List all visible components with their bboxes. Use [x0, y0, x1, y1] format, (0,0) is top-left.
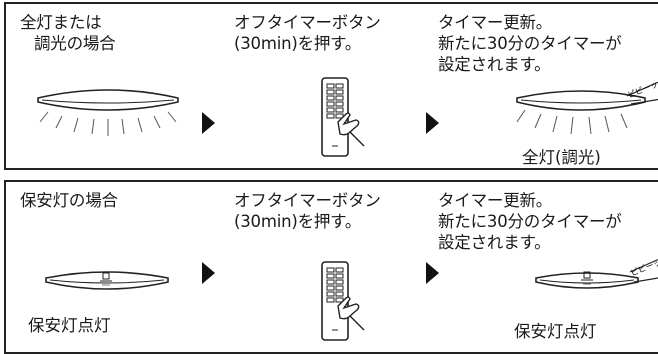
arrow-right-icon [202, 262, 215, 284]
remote-control-icon [321, 261, 365, 341]
light-label-left: 保安灯点灯 [28, 316, 111, 335]
action-text: オフタイマーボタン (30min)を押す。 [234, 12, 381, 54]
action-line-2: (30min)を押す。 [234, 212, 362, 231]
condition-text: 保安灯の場合 [20, 190, 118, 211]
light-rays-icon [39, 111, 177, 136]
ceiling-light-icon [45, 271, 169, 290]
result-line-3: 設定されます。 [438, 55, 551, 74]
action-line-1: オフタイマーボタン [234, 13, 381, 32]
action-line-1: オフタイマーボタン [234, 191, 381, 210]
remote-control-icon [321, 77, 365, 157]
result-text: タイマー更新。 新たに30分のタイマーが 設定されます。 [438, 190, 622, 253]
result-line-1: タイマー更新。 [438, 13, 553, 32]
bulb-icon [581, 271, 593, 285]
result-line-2: 新たに30分のタイマーが [438, 212, 622, 231]
result-text: タイマー更新。 新たに30分のタイマーが 設定されます。 [438, 12, 622, 75]
panel-night-light: 保安灯の場合 保安灯点灯 オフタイマーボタン (30min)を押す。 [4, 180, 658, 354]
light-label: 全灯(調光) [522, 148, 601, 167]
result-line-3: 設定されます。 [438, 233, 551, 252]
light-rays-icon [516, 109, 628, 135]
ceiling-light-icon: ピピーッ [516, 80, 658, 135]
result-line-2: 新たに30分のタイマーが [438, 34, 622, 53]
arrow-right-icon [202, 112, 215, 134]
beep-text: ピピーッ [629, 258, 658, 278]
condition-text: 全灯または 調光の場合 [20, 12, 116, 54]
hand-pointer-icon [337, 296, 365, 331]
action-text: オフタイマーボタン (30min)を押す。 [234, 190, 381, 232]
action-line-2: (30min)を押す。 [234, 34, 362, 53]
ceiling-light-icon: ピピーッ [535, 258, 658, 289]
arrow-right-icon [426, 262, 439, 284]
condition-line-1: 保安灯の場合 [20, 191, 118, 210]
hand-pointer-icon [337, 112, 365, 147]
condition-line-2: 調光の場合 [34, 34, 116, 53]
result-line-1: タイマー更新。 [438, 191, 553, 210]
ceiling-light-icon [37, 89, 179, 136]
panel-full-light: 全灯または 調光の場合 オフタイマーボタン (30min)を押す。 [4, 2, 658, 170]
condition-line-1: 全灯または [20, 13, 102, 32]
bulb-icon [100, 272, 112, 286]
light-label-right: 保安灯点灯 [514, 322, 597, 341]
arrow-right-icon [426, 112, 439, 134]
